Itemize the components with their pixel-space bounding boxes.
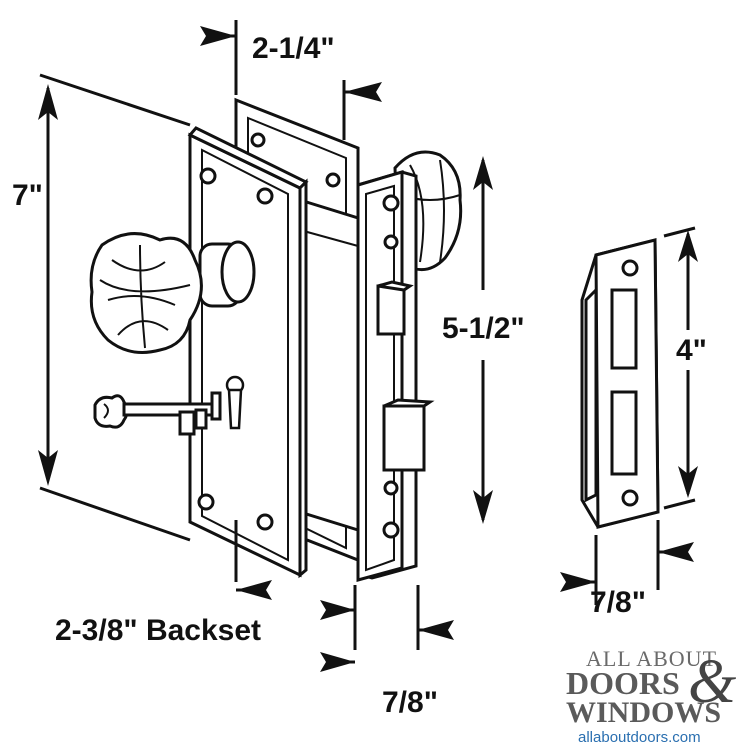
brand-ampersand: & [688,648,736,716]
dim-label-mortise-width: 7/8" [382,686,438,719]
brand-word-doors: DOORS [566,665,680,701]
brand-logo: ALL ABOUT DOORS & WINDOWS allaboutdoors.… [566,646,736,746]
mortise-body [298,197,360,533]
keyhole [225,375,245,430]
arrow-shafts [206,34,688,664]
strike-plate [580,238,660,529]
mortise-faceplate [356,169,435,582]
escutcheon-plate [187,126,309,579]
dim-label-mortise-height: 5-1/2" [442,312,525,345]
dim-label-top-width: 2-1/4" [252,32,335,65]
glass-knob-front [89,232,256,354]
dim-label-strike-width: 7/8" [590,586,646,619]
dim-label-backset: 2-3/8" Backset [55,614,261,647]
brand-word-windows: WINDOWS [566,696,721,729]
brand-tagline: ALL ABOUT [586,646,717,671]
dim-label-strike-height: 4" [676,334,707,367]
brand-url: allaboutdoors.com [578,729,701,746]
skeleton-key [93,391,222,436]
dim-label-faceplate-height: 7" [12,179,43,212]
dimension-lines [39,20,696,650]
